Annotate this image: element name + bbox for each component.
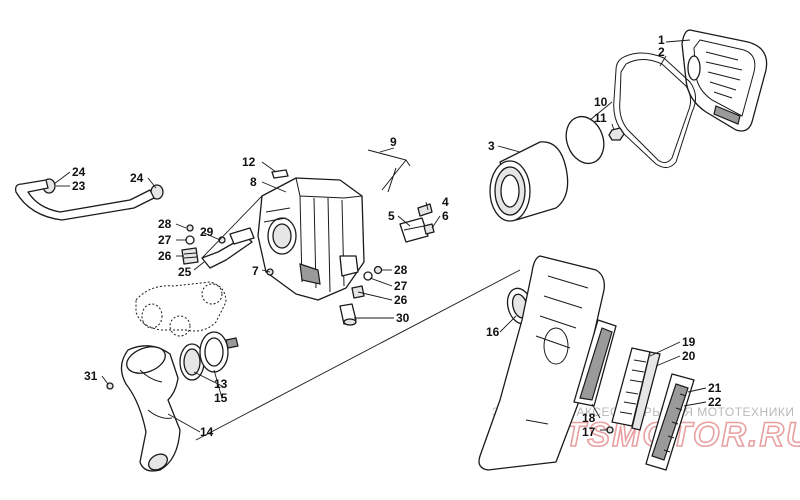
callout-28-left: 28 [158, 217, 172, 231]
part-4-screw [417, 203, 433, 217]
callout-24-right: 24 [130, 171, 144, 185]
callout-6: 6 [442, 209, 449, 223]
part-15-coupler [199, 331, 239, 373]
callout-2: 2 [658, 45, 665, 59]
side-panel [478, 255, 605, 471]
callout-25: 25 [178, 265, 192, 279]
callout-16: 16 [486, 325, 500, 339]
callout-27-right: 27 [394, 279, 408, 293]
part-14-intake-duct [120, 345, 181, 472]
part-8-airbox-housing [257, 177, 365, 301]
part-25-mount-bracket [201, 227, 255, 269]
callout-19: 19 [682, 335, 696, 349]
callout-13: 13 [214, 377, 228, 391]
callout-26-right: 26 [394, 293, 408, 307]
callout-26-left: 26 [158, 249, 172, 263]
part-23-breather-hose [14, 179, 155, 221]
callout-5: 5 [388, 209, 395, 223]
part-21-vent-cover [645, 373, 695, 471]
part-28-screw-right [373, 265, 383, 275]
part-3-air-filter [489, 141, 569, 222]
part-28-screw-left [186, 224, 194, 232]
part-1-airbox-cover [681, 29, 768, 132]
part-22-vent-insert [663, 393, 687, 453]
callout-29: 29 [200, 225, 214, 239]
part-6-nut [423, 223, 435, 235]
part-26-grommet-left [181, 247, 199, 265]
callout-11: 11 [594, 111, 607, 125]
callouts: 1 2 3 4 5 6 7 8 9 10 11 12 13 14 15 16 1… [72, 33, 722, 439]
callout-10: 10 [594, 95, 608, 109]
part-31-screw [106, 382, 114, 390]
callout-27-left: 27 [158, 233, 172, 247]
callout-20: 20 [682, 349, 696, 363]
leader-lines [53, 39, 707, 441]
callout-31: 31 [84, 369, 98, 383]
part-18-filter-frame [573, 319, 617, 407]
part-13-clamp [179, 343, 205, 381]
part-2-cover-gasket [613, 52, 696, 168]
callout-17: 17 [582, 425, 596, 439]
callout-14: 14 [200, 425, 214, 439]
callout-4: 4 [442, 195, 449, 209]
callout-9: 9 [390, 135, 397, 149]
callout-18: 18 [582, 411, 596, 425]
callout-3: 3 [488, 139, 495, 153]
part-30-drain-tube [339, 303, 357, 326]
callout-12: 12 [242, 155, 256, 169]
callout-8: 8 [250, 175, 257, 189]
callout-21: 21 [708, 381, 722, 395]
part-11-nut [608, 127, 625, 141]
callout-22: 22 [708, 395, 722, 409]
part-27-washer-right [363, 271, 373, 281]
part-10-filter-disc [565, 115, 605, 165]
part-9-bracket [367, 149, 411, 193]
callout-28-right: 28 [394, 263, 408, 277]
callout-23: 23 [72, 179, 86, 193]
callout-1: 1 [658, 33, 665, 47]
callout-7: 7 [252, 264, 259, 278]
callout-24-left: 24 [72, 165, 86, 179]
callout-30: 30 [396, 311, 410, 325]
part-27-washer-left [185, 235, 195, 245]
callout-15: 15 [214, 391, 228, 405]
intake-manifold-boot [135, 281, 227, 337]
